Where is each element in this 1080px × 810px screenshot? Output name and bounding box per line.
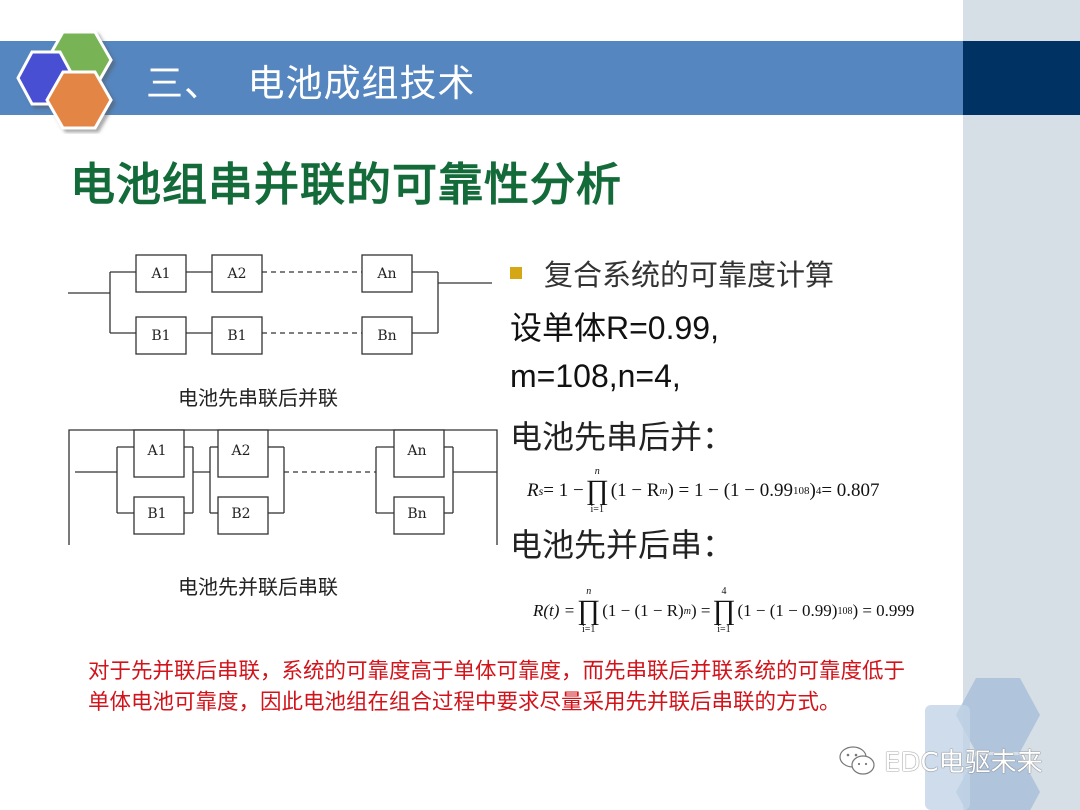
parallel-series-diagram: A1 A2 An B1 B2 Bn [68,429,498,545]
header-bar-accent [963,41,1080,115]
formula-part: (1 − (1 − 0.99) [737,601,838,620]
watermark-text: EDC电驱未来 [884,748,1043,778]
cell-label: Bn [407,506,426,522]
header-bar [0,41,963,115]
product-symbol: ∏ [577,595,601,626]
product-operator: n ∏ i=1 [586,467,609,515]
cell-label: A2 [230,443,250,459]
product-upper: n [586,586,592,597]
product-lower: i=1 [717,624,731,635]
product-upper: n [594,466,600,477]
product-upper: 4 [721,586,727,597]
cell-label: B1 [147,506,166,522]
cell-label: B2 [231,506,250,522]
formula-result: ) = 0.999 [852,601,915,620]
bullet-item: 复合系统的可靠度计算 [510,252,834,294]
formula-part: ) = 1 − (1 − 0.99 [667,480,794,501]
section-title: 三、 电池成组技术 [146,62,476,105]
formula-parallel-series: R(t) = n ∏ i=1 (1 − (1 − R)m ) = 4 ∏ i=1… [533,585,914,637]
product-symbol: ∏ [585,475,609,506]
slide-title: 电池组串并联的可靠性分析 [70,158,623,211]
heading-series-parallel: 电池先串后并： [510,418,735,456]
cell-label: A2 [226,266,246,282]
product-lower: i=1 [581,624,596,635]
bullet-square-icon [510,267,522,279]
formula-sup: 4 [815,485,822,497]
formula-lhs: R [527,480,539,501]
cell-label: A1 [150,266,170,282]
formula-part: ) [809,480,816,501]
cell-label: Bn [377,328,396,344]
series-parallel-caption: 电池先串联后并联 [178,386,338,410]
cell-label: B1 [227,328,246,344]
series-parallel-diagram: A1 A2 An B1 B1 Bn [68,254,492,355]
parallel-series-caption: 电池先并联后串联 [178,575,338,599]
given-r: 设单体R=0.99, [510,310,719,346]
cell-label: An [406,443,426,459]
hexagon-logo-icon [16,30,113,130]
formula-sup: m [683,605,691,617]
cell-label: B1 [151,328,170,344]
formula-sup: 108 [793,485,810,497]
formula-lhs-sub: s [538,483,544,498]
conclusion-text: 对于先并联后串联，系统的可靠度高于单体可靠度，而先串联后并联系统的可靠度低于单体… [88,659,906,715]
watermark: EDC电驱未来 [838,742,1043,779]
cell-label: A1 [146,443,166,459]
formula-lhs: R(t) = [533,601,576,620]
heading-parallel-series: 电池先并后串： [510,526,735,564]
wechat-icon [839,745,875,775]
formula-sup: 108 [837,605,853,617]
formula-part: (1 − R [610,480,660,501]
product-operator: n ∏ i=1 [577,587,600,635]
formula-result: = 0.807 [821,480,880,501]
formula-part: (1 − (1 − R) [602,601,684,620]
product-symbol: ∏ [712,595,736,626]
given-mn: m=108,n=4, [510,358,681,394]
formula-sup: m [659,485,668,497]
bullet-text: 复合系统的可靠度计算 [544,258,835,292]
decor-hexagons [925,678,1040,810]
product-operator: 4 ∏ i=1 [712,587,735,635]
formula-part: ) = [690,601,711,620]
right-decor-panel [963,0,1080,810]
formula-part: = 1 − [543,480,584,501]
cell-label: An [376,266,396,282]
product-lower: i=1 [590,504,604,515]
